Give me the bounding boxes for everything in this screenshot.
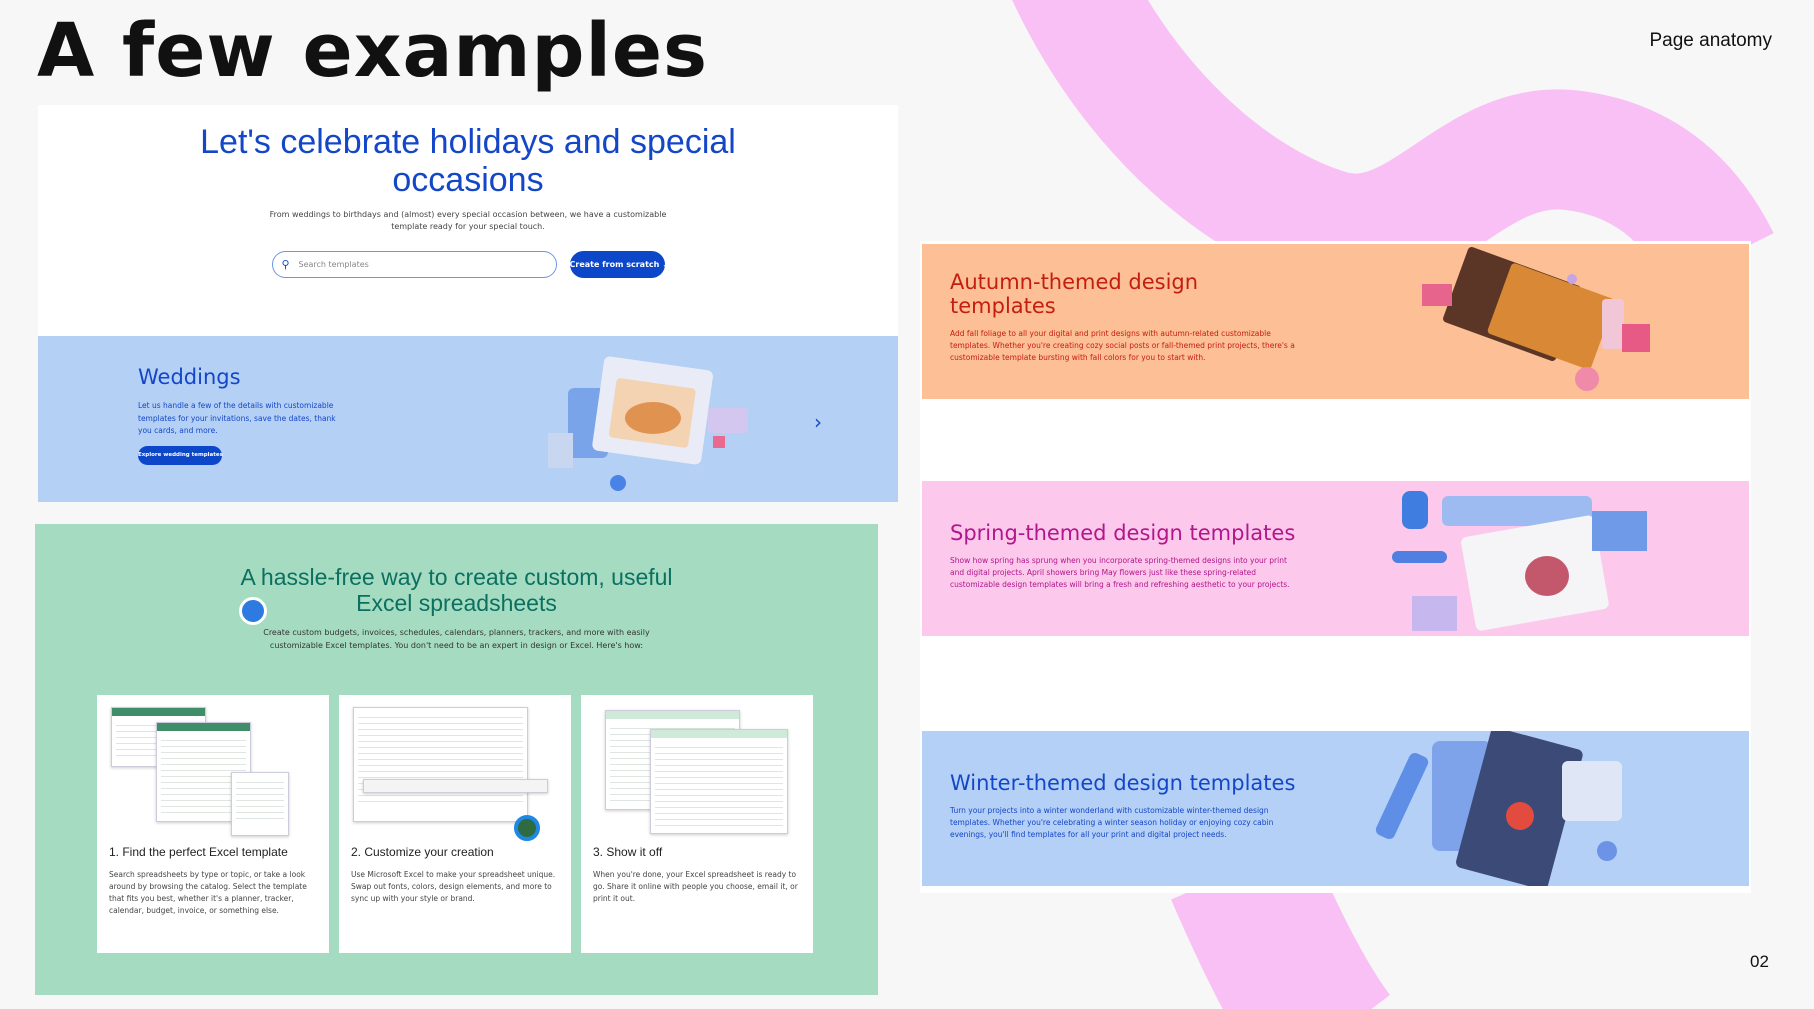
weddings-description: Let us handle a few of the details with … — [138, 401, 336, 435]
banner-description: Turn your projects into a winter wonderl… — [950, 806, 1274, 839]
avatar-icon — [239, 597, 267, 625]
page-number: 02 — [1750, 952, 1769, 971]
winter-banner: Winter-themed design templates Turn your… — [922, 731, 1749, 886]
spreadsheet-screenshot — [595, 707, 799, 837]
section-label: Page anatomy — [1649, 30, 1772, 51]
step-title: 1. Find the perfect Excel template — [109, 845, 288, 859]
step-description: When you're done, your Excel spreadsheet… — [593, 870, 798, 903]
step-description: Search spreadsheets by type or topic, or… — [109, 870, 307, 915]
spring-illustration — [1392, 491, 1647, 631]
weddings-illustration — [548, 356, 748, 491]
step-card: 2. Customize your creation Use Microsoft… — [339, 695, 571, 953]
weddings-title: Weddings — [138, 365, 241, 389]
autumn-illustration — [1422, 247, 1650, 391]
weddings-banner: Weddings Let us handle a few of the deta… — [38, 336, 898, 502]
seasonal-banners-panel: Autumn-themed design templates Add fall … — [920, 241, 1751, 893]
search-icon: ⚲ — [281, 258, 290, 271]
banner-title: Winter-themed design templates — [950, 771, 1296, 795]
winter-illustration — [1375, 731, 1622, 886]
spreadsheet-screenshot — [353, 707, 557, 837]
spring-banner: Spring-themed design templates Show how … — [922, 481, 1749, 636]
excel-description: Create custom budgets, invoices, schedul… — [263, 628, 650, 650]
excel-badge-icon — [514, 815, 540, 841]
step-title: 2. Customize your creation — [351, 845, 494, 859]
search-placeholder: Search templates — [298, 260, 369, 269]
search-input[interactable]: ⚲ Search templates — [271, 251, 557, 278]
step-title: 3. Show it off — [593, 845, 663, 859]
banner-title: Autumn-themed design templates — [950, 270, 1199, 318]
excel-example-card: A hassle-free way to create custom, usef… — [35, 524, 878, 995]
autumn-banner: Autumn-themed design templates Add fall … — [922, 244, 1749, 399]
banner-description: Add fall foliage to all your digital and… — [950, 329, 1295, 362]
holidays-heading: Let's celebrate holidays and special occ… — [200, 123, 736, 199]
explore-weddings-button[interactable]: Explore wedding templates — [138, 445, 223, 465]
create-from-scratch-button[interactable]: Create from scratch ⌄ — [569, 251, 669, 278]
banner-title: Spring-themed design templates — [950, 521, 1296, 545]
holidays-example-card: Let's celebrate holidays and special occ… — [38, 105, 898, 502]
holidays-description: From weddings to birthdays and (almost) … — [269, 210, 667, 231]
step-card: 1. Find the perfect Excel template Searc… — [97, 695, 329, 953]
next-chevron-icon[interactable]: › — [814, 410, 822, 434]
excel-heading: A hassle-free way to create custom, usef… — [240, 564, 673, 616]
step-description: Use Microsoft Excel to make your spreads… — [351, 870, 556, 903]
slide-title: A few examples — [37, 8, 709, 94]
banner-description: Show how spring has sprung when you inco… — [950, 556, 1290, 589]
spreadsheet-screenshot — [111, 707, 315, 837]
step-card: 3. Show it off When you're done, your Ex… — [581, 695, 813, 953]
